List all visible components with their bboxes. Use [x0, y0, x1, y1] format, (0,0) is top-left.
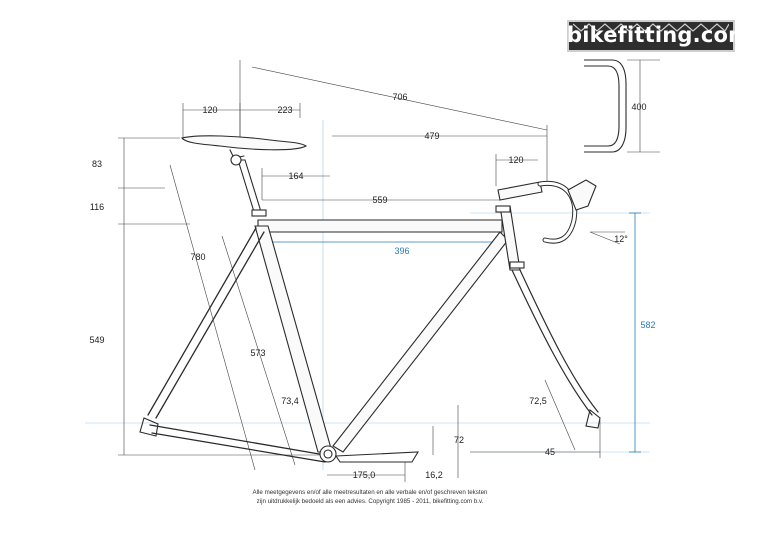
- dim-saddle-height-780: 780: [190, 252, 205, 262]
- dim-saddle-to-bar: 706: [392, 92, 407, 102]
- footer-line-1: Alle meetgegevens en/of alle meetresulta…: [252, 489, 488, 496]
- dim-seat-angle: 73,4: [281, 396, 299, 406]
- dim-top-tube: 559: [372, 195, 387, 205]
- logo-text: bikefitting.com: [567, 23, 751, 47]
- copyright-footer: Alle meetgegevens en/of alle meetresulta…: [190, 488, 550, 506]
- dim-bar-angle: 12°: [614, 234, 628, 244]
- logo-wave-icon: [573, 23, 729, 32]
- bikefitting-logo: bikefitting.com: [567, 20, 751, 52]
- dim-stem-length: 120: [508, 155, 523, 165]
- dim-reach: 396: [394, 246, 409, 256]
- dim-head-angle: 72,5: [529, 396, 547, 406]
- dim-seatpost-setback: 164: [288, 171, 303, 181]
- dim-saddle-height-a: 83: [92, 159, 102, 169]
- dim-seat-tube: 573: [250, 348, 265, 358]
- dim-chainstay: 175,0: [353, 470, 376, 480]
- reach-dimension: [261, 236, 501, 248]
- dim-fork-offset: 45: [545, 447, 555, 457]
- dim-saddle-setback: 120: [202, 105, 217, 115]
- dim-bb-to-saddle: 549: [89, 335, 104, 345]
- dim-crank-small: 16,2: [425, 470, 443, 480]
- dim-handlebar-width: 400: [631, 102, 646, 112]
- stack-dimension: [629, 212, 641, 453]
- handlebar-top-view: [584, 59, 627, 153]
- dim-stack: 582: [640, 320, 655, 330]
- bike-frame: [139, 135, 601, 463]
- dim-saddle-to-bb: 223: [277, 105, 292, 115]
- footer-line-2: zijn uitdrukkelijk bedoeld als een advie…: [256, 498, 484, 505]
- dim-bb-drop: 72: [454, 435, 464, 445]
- dim-saddle-height-b: 116: [90, 202, 104, 212]
- dimension-labels: 120 223 706 479 120 164 559 83 116 549 7…: [89, 92, 655, 480]
- dim-horizontal-479: 479: [424, 131, 439, 141]
- dimension-lines: [118, 59, 660, 482]
